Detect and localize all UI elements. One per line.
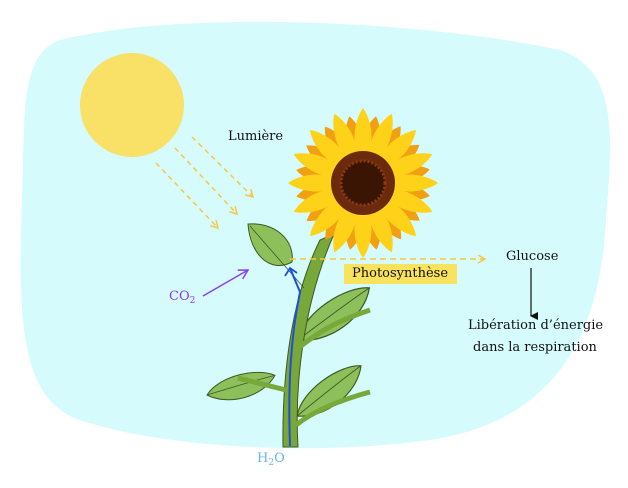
petal xyxy=(369,113,393,165)
petal xyxy=(383,174,438,192)
co2-label: CO2 xyxy=(169,289,195,306)
sunflower-icon xyxy=(288,108,438,258)
energy-label-line1: Libération d’énergie xyxy=(468,318,604,333)
sun-icon xyxy=(80,53,184,157)
h2o-o: O xyxy=(274,451,285,466)
flower-core xyxy=(339,159,387,207)
plant-icon xyxy=(204,223,381,448)
petal xyxy=(293,189,345,213)
petal xyxy=(288,174,343,192)
light-label: Lumière xyxy=(228,129,284,144)
petal xyxy=(377,197,417,237)
light-rays xyxy=(155,136,255,230)
photosynthesis-label: Photosynthèse xyxy=(352,266,449,281)
petal xyxy=(309,129,349,169)
petal xyxy=(333,113,357,165)
water-path xyxy=(288,267,302,447)
petal xyxy=(333,201,357,253)
petal xyxy=(354,108,372,163)
h2o-h: H xyxy=(257,451,269,466)
petal xyxy=(381,189,433,213)
petal xyxy=(381,153,433,177)
co2-text: CO xyxy=(169,289,190,304)
photosynthesis-highlight xyxy=(344,264,457,284)
petal xyxy=(293,153,345,177)
petal xyxy=(354,203,372,258)
h2o-label: H2O xyxy=(257,451,285,468)
co2-subscript: 2 xyxy=(189,296,196,306)
glucose-label: Glucose xyxy=(506,249,559,264)
co2-arrow xyxy=(202,269,250,297)
petal xyxy=(377,129,417,169)
h2o-subscript: 2 xyxy=(268,458,275,468)
petal xyxy=(369,201,393,253)
petal xyxy=(309,197,349,237)
energy-label-line2: dans la respiration xyxy=(473,340,597,355)
